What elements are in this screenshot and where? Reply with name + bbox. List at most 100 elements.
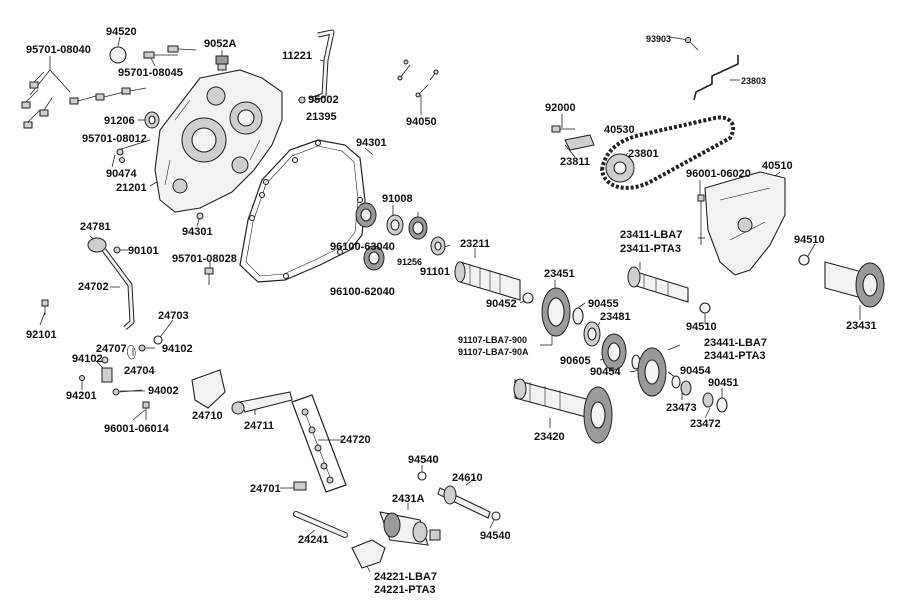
dowel-pins-icon <box>397 59 439 98</box>
part-label: 40510 <box>762 160 793 172</box>
drive-chain-icon <box>599 115 736 190</box>
part-label: 90455 <box>588 298 619 310</box>
part-label: 24610 <box>452 472 483 484</box>
shift-fork-2431A-icon <box>379 511 441 546</box>
part-label: 94050 <box>406 116 437 128</box>
transmission-cover-icon <box>704 171 786 276</box>
part-label: 94102 <box>72 353 103 365</box>
part-label: 94510 <box>794 234 825 246</box>
part-label: 94510 <box>686 321 717 333</box>
part-label: 91206 <box>104 115 135 127</box>
bolt-pair-icon <box>143 45 197 59</box>
drain-plug-icon <box>215 55 229 71</box>
part-label: 91107-LBA7-900 <box>458 335 528 345</box>
part-label: 23801 <box>628 148 659 160</box>
part-label: 94201 <box>66 390 97 402</box>
bolt-92101-icon <box>41 299 49 315</box>
part-label: 90454 <box>680 365 711 377</box>
part-label: 24707 <box>96 343 127 355</box>
part-label: 23803 <box>741 76 767 86</box>
fork-24221-icon <box>351 539 386 569</box>
part-label: 94520 <box>106 26 137 38</box>
shaft-24610-icon <box>437 485 491 519</box>
washer-94102a-icon <box>138 344 146 352</box>
crankcase-cover-icon <box>154 69 283 213</box>
countershaft-23411-icon <box>627 266 689 303</box>
gear-23481-icon <box>583 321 601 347</box>
part-label: 90451 <box>708 377 739 389</box>
part-label: 96001-06014 <box>104 423 169 435</box>
part-label: 23481 <box>600 311 631 323</box>
washer-90474-icon <box>119 157 125 163</box>
seal-91256-icon <box>408 216 428 240</box>
block-24707-icon <box>101 367 113 383</box>
pin-94201-icon <box>79 375 85 381</box>
part-label: 91101 <box>420 266 450 278</box>
part-label: 23431 <box>846 320 877 332</box>
bearing-96100-62040-icon <box>363 245 385 271</box>
part-label: 94301 <box>182 226 213 238</box>
part-label: 95002 <box>308 94 339 106</box>
part-label: 24703 <box>158 310 189 322</box>
part-label: 95701-08045 <box>118 67 183 79</box>
part-label: 23420 <box>534 431 565 443</box>
part-label: 92000 <box>545 102 576 114</box>
output-shaft-23420-icon <box>513 378 613 444</box>
part-label: 94102 <box>162 343 193 355</box>
pin-24701-icon <box>293 481 307 491</box>
bracket-24710-icon <box>191 369 226 409</box>
part-label: 24221-PTA3 <box>374 584 436 596</box>
part-label: 23811 <box>560 156 590 168</box>
washer-90455-icon <box>572 307 584 325</box>
part-label: 95701-08028 <box>172 253 237 265</box>
part-label: 90474 <box>106 168 137 180</box>
part-label: 96100-63040 <box>330 241 395 253</box>
pin-94301-icon <box>196 212 204 220</box>
part-label: 90454 <box>590 366 621 378</box>
part-label: 23411-PTA3 <box>620 243 681 255</box>
part-label: 23441-PTA3 <box>704 350 766 362</box>
seal-91008-icon <box>386 214 404 236</box>
part-label: 95701-08012 <box>82 133 147 145</box>
part-label: 90452 <box>486 298 517 310</box>
tensioner-icon <box>564 134 595 151</box>
part-label: 23473 <box>666 402 697 414</box>
clip-94510b-icon <box>798 254 810 266</box>
bushing-23472-icon <box>702 392 714 408</box>
part-label: 2431A <box>392 493 425 505</box>
bolt-95701-08012-icon <box>116 148 124 156</box>
clip-94540b-icon <box>491 511 501 521</box>
gear-23451-icon <box>522 287 571 337</box>
part-label: 91107-LBA7-90A <box>458 347 529 357</box>
part-label: 90605 <box>560 355 591 367</box>
gasket-bolt-holes <box>248 139 364 280</box>
washer-94102b-icon <box>101 356 109 364</box>
clip-94540a-icon <box>417 471 427 481</box>
part-label: 24701 <box>250 483 281 495</box>
bolt-set-icon <box>21 71 147 129</box>
spring-24703-icon <box>153 335 163 345</box>
part-label: 91008 <box>382 193 413 205</box>
spring-24704-icon <box>127 345 136 360</box>
washer-90451-icon <box>716 397 728 413</box>
part-label: 94002 <box>148 385 179 397</box>
part-label: 21395 <box>306 111 337 123</box>
part-label: 23441-LBA7 <box>704 337 767 349</box>
part-label: 23211 <box>460 238 490 250</box>
gasket-icon <box>239 139 366 283</box>
shift-rod-icon <box>685 37 739 101</box>
part-label: 90101 <box>128 245 159 257</box>
shift-shaft-24711-icon <box>231 391 293 415</box>
part-label: 95701-08040 <box>26 44 91 56</box>
part-label: 24702 <box>78 281 109 293</box>
part-label: 24720 <box>340 434 371 446</box>
part-label: 93903 <box>646 34 672 44</box>
part-label: 21201 <box>116 182 147 194</box>
clip-94520-icon <box>109 46 127 64</box>
bolt-95701-08028-icon <box>204 267 214 285</box>
part-label: 91256 <box>397 257 423 267</box>
part-label: 94301 <box>356 137 387 149</box>
seal-91101-icon <box>430 236 446 256</box>
bearing-96100-63040-icon <box>355 202 377 228</box>
